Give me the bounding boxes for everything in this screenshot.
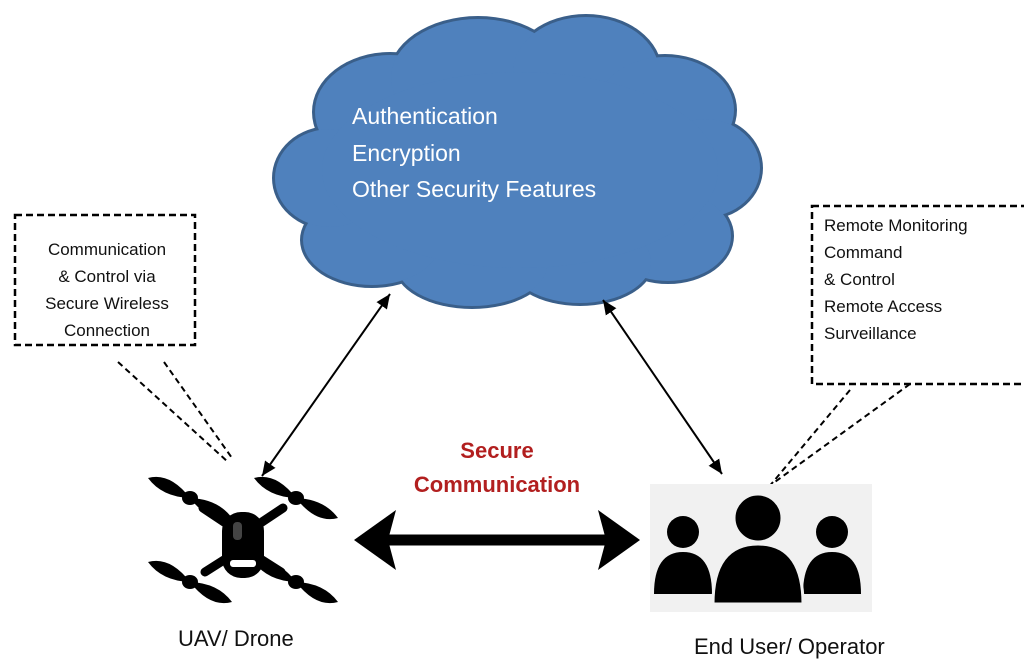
cloud-drone-arrow [261, 293, 391, 477]
cloud-line-authentication: Authentication [352, 103, 498, 129]
cloud-line-encryption: Encryption [352, 140, 461, 166]
cloud-line-other-security: Other Security Features [352, 176, 597, 202]
left-callout-line: & Control via [58, 267, 156, 286]
right-callout-line: Remote Access [824, 297, 943, 316]
left-callout-text: Communication & Control via Secure Wirel… [24, 236, 190, 344]
right-callout-text: Remote Monitoring Command & Control Remo… [824, 212, 968, 347]
cloud-operator-arrow [602, 299, 723, 475]
right-callout-line: Surveillance [824, 324, 917, 343]
people-icon [650, 484, 872, 612]
right-callout-line: & Control [824, 270, 895, 289]
right-callout [767, 204, 1024, 489]
left-callout [13, 213, 233, 463]
left-callout-line: Connection [63, 321, 150, 340]
left-callout-line: Secure Wireless [45, 294, 169, 313]
right-callout-line: Command [824, 243, 903, 262]
communication-label: Communication [413, 472, 581, 497]
secure-communication-arrow [354, 510, 640, 570]
left-callout-line: Communication [47, 240, 167, 259]
secure-label: Secure [460, 438, 534, 463]
operator-label: End User/ Operator [694, 634, 885, 659]
drone-icon [148, 476, 338, 604]
drone-label: UAV/ Drone [178, 626, 294, 651]
security-cloud [272, 14, 763, 309]
right-callout-line: Remote Monitoring [824, 216, 968, 235]
